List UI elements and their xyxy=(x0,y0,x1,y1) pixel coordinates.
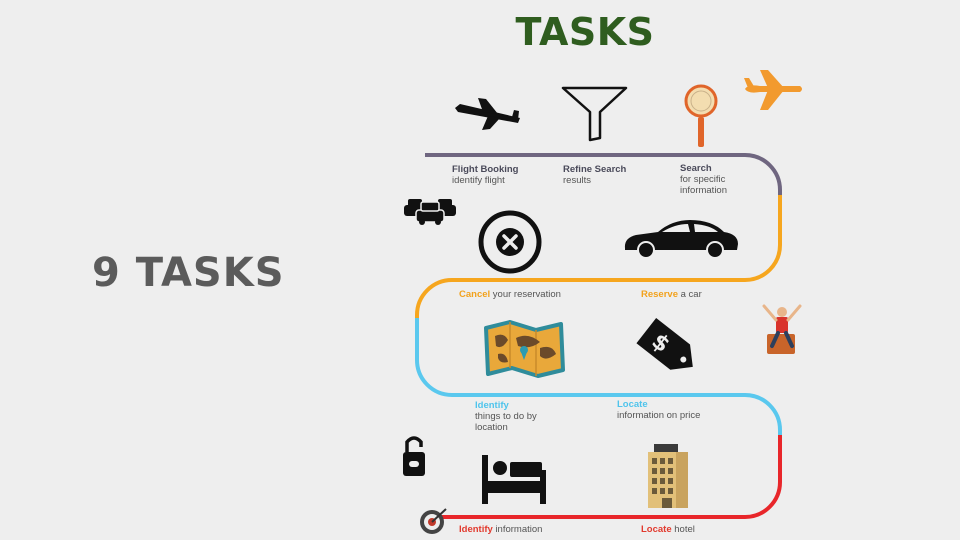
door-hanger-icon xyxy=(403,436,425,476)
bed-icon xyxy=(482,455,546,504)
magnifier-icon xyxy=(684,84,718,147)
cancel-icon xyxy=(478,210,542,274)
hotel-icon xyxy=(648,444,688,508)
orange-plane-icon xyxy=(744,70,802,110)
task-label-locate-price: Locate information on price xyxy=(617,399,701,421)
path-segment-orange xyxy=(415,195,782,318)
task-label-flight-booking: Flight Booking identify flight xyxy=(452,164,519,186)
task-label-identify-information: Identify information xyxy=(459,524,543,535)
funnel-icon xyxy=(561,86,628,142)
task-label-refine-search: Refine Search results xyxy=(563,164,627,186)
slide-title: TASKS xyxy=(515,10,655,54)
task-label-reserve: Reserve a car xyxy=(641,289,702,300)
task-label-identify-location: Identify things to do by location xyxy=(475,400,537,433)
task-label-locate-hotel: Locate hotel xyxy=(641,524,695,535)
path-segment-red xyxy=(440,435,782,519)
task-count-heading: 9 TASKS xyxy=(92,250,285,296)
airplane-icon xyxy=(455,98,520,130)
path-segment-purple xyxy=(425,153,782,195)
cars-icon xyxy=(404,199,456,225)
target-icon xyxy=(420,508,447,534)
path-segment-blue xyxy=(415,318,782,435)
price-tag-icon: $ xyxy=(636,318,693,370)
traveler-icon xyxy=(762,304,802,354)
task-label-search: Search for specific information xyxy=(680,163,727,196)
car-icon xyxy=(624,220,738,259)
map-icon xyxy=(484,320,565,378)
task-label-cancel: Cancel your reservation xyxy=(459,289,561,300)
